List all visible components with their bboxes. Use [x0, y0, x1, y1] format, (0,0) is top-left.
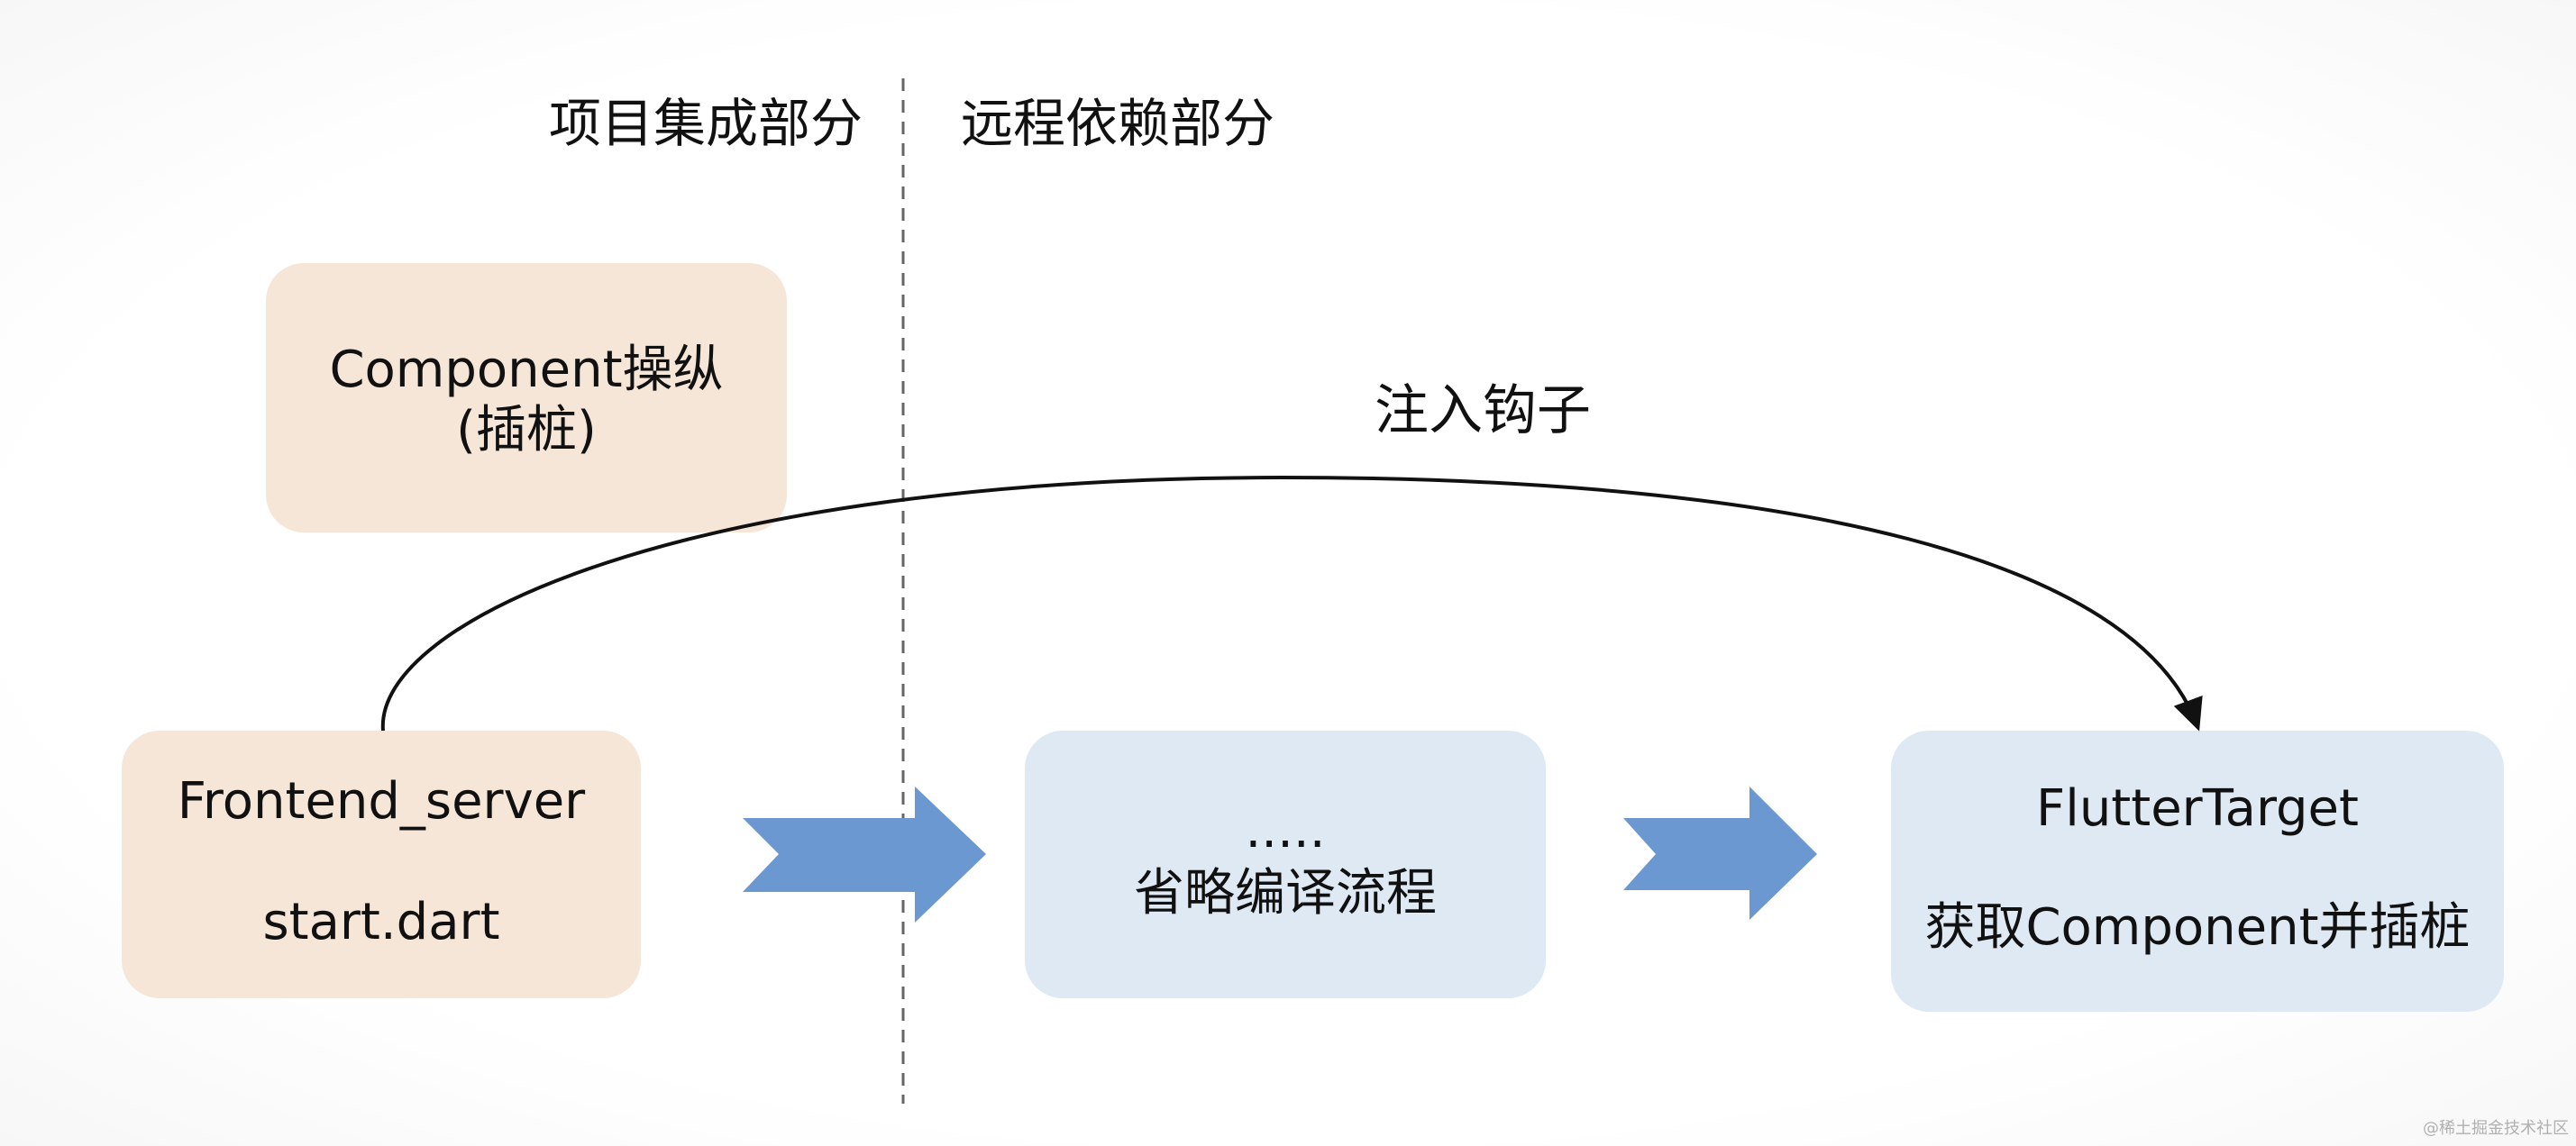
section-label-remote-dependency: 远程依赖部分 — [961, 93, 1275, 154]
component-manipulation-title: Component操纵 — [329, 341, 724, 399]
flow-arrow-2 — [1623, 787, 1817, 920]
omitted-compile-flow-box: ..... 省略编译流程 — [1025, 731, 1546, 998]
frontend-server-box: Frontend_server start.dart — [122, 731, 641, 998]
flutter-target-title: FlutterTarget — [2036, 779, 2359, 838]
flutter-target-box: FlutterTarget 获取Component并插桩 — [1891, 731, 2504, 1012]
component-manipulation-box: Component操纵 (插桩) — [266, 263, 787, 532]
flow-arrow-1 — [743, 787, 986, 923]
frontend-server-title: Frontend_server — [177, 772, 586, 831]
ellipsis-text: ..... — [1245, 801, 1326, 860]
omitted-compile-flow-text: 省略编译流程 — [1134, 864, 1437, 923]
watermark: @稀土掘金技术社区 — [2423, 1119, 2569, 1138]
frontend-server-file: start.dart — [262, 893, 500, 951]
section-label-project-integration: 项目集成部分 — [548, 93, 863, 154]
flutter-target-description: 获取Component并插桩 — [1924, 898, 2471, 957]
component-manipulation-subtitle: (插桩) — [456, 401, 597, 459]
inject-hook-label: 注入钩子 — [1375, 379, 1591, 442]
